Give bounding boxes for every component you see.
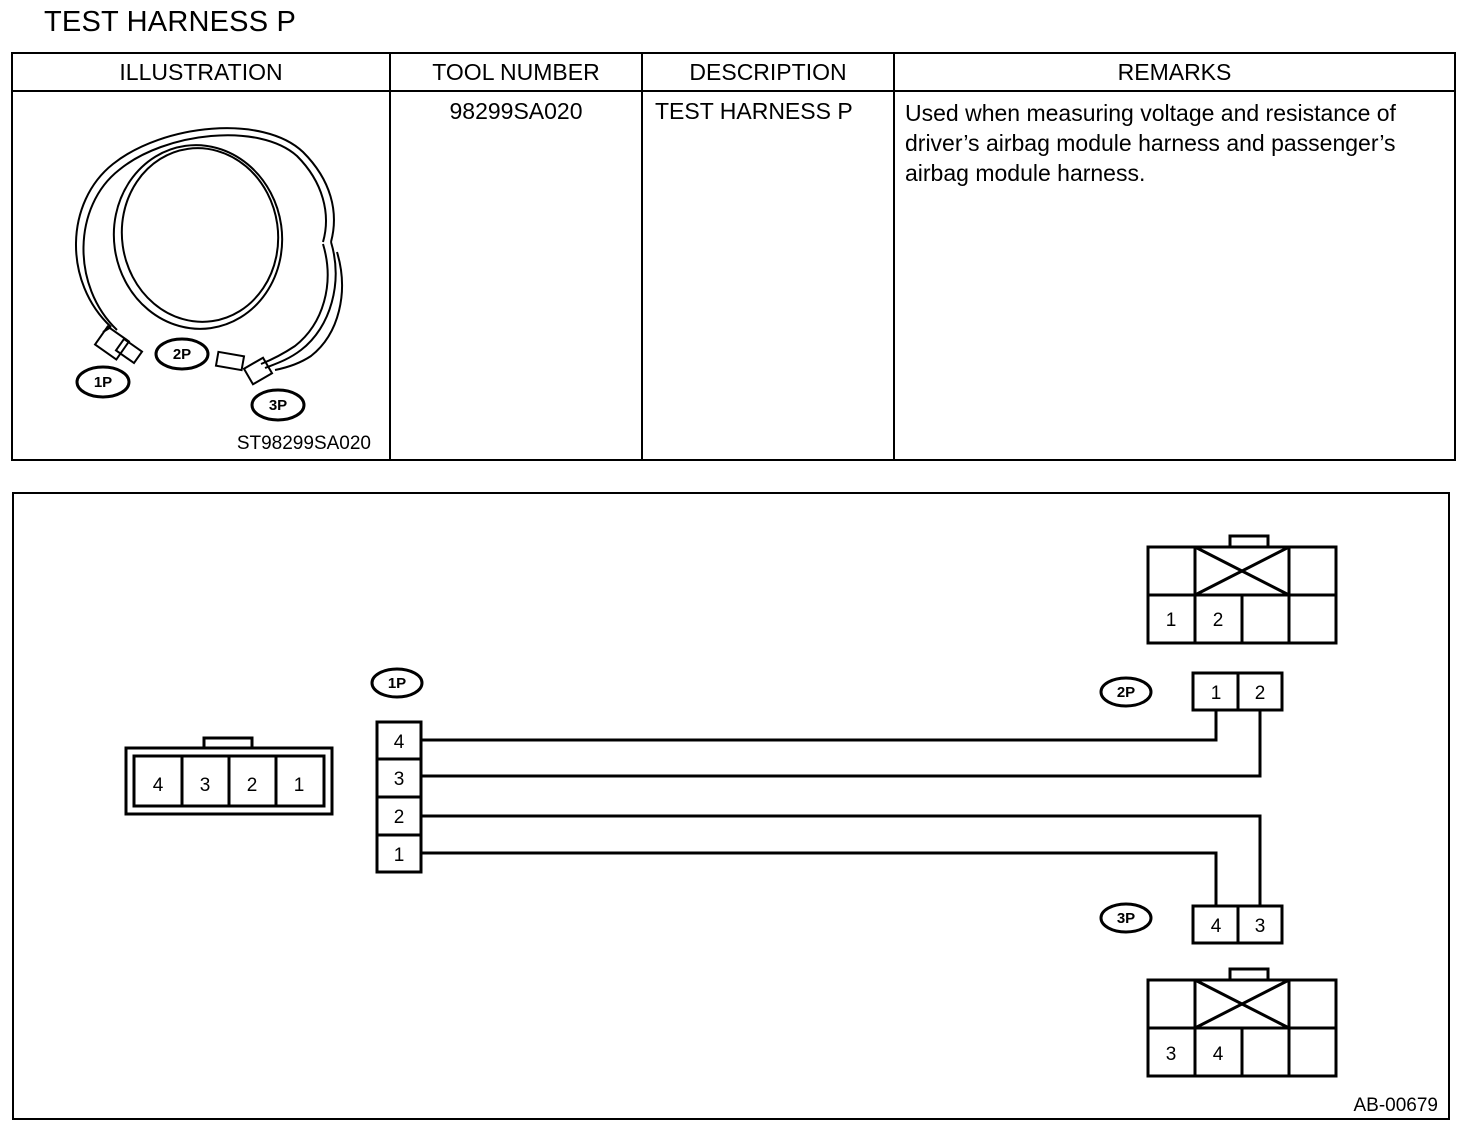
callout-1p: [370, 667, 424, 699]
connector-3p: [1191, 904, 1284, 945]
label-2p: 2P: [1117, 684, 1135, 701]
connector-2p-pin: 1: [1211, 683, 1222, 704]
face-bottom-pin: 4: [1213, 1044, 1224, 1065]
header-illustration: ILLUSTRATION: [11, 52, 391, 92]
face-left-pin: 3: [200, 775, 211, 796]
callout-2p: [154, 337, 210, 371]
figure-id: AB-00679: [1353, 1095, 1438, 1116]
illustration-id: ST98299SA020: [237, 433, 371, 454]
wire-pin4: [421, 710, 1218, 742]
header-tool-number: TOOL NUMBER: [389, 52, 643, 92]
face-bottom-connector: [1146, 967, 1338, 1078]
table-header-row: ILLUSTRATION TOOL NUMBER DESCRIPTION REM…: [11, 52, 1456, 92]
wires: [421, 710, 1262, 906]
wire-pin3: [421, 710, 1262, 778]
page-title: TEST HARNESS P: [44, 6, 297, 38]
face-top-pin: 1: [1166, 610, 1177, 631]
connector-1p-pin: 4: [394, 732, 405, 753]
wiring-diagram: 4 3 2 1 1P 4 3 2 1 2P 1 2: [12, 492, 1450, 1120]
connector-1p-pin: 3: [394, 769, 405, 790]
tool-number-cell: 98299SA020: [389, 90, 643, 461]
description-cell: TEST HARNESS P: [641, 90, 895, 461]
face-left-connector: [124, 736, 334, 816]
harness-illustration: 1P 2P 3P ST98299SA020: [75, 127, 371, 454]
face-top-connector: [1146, 534, 1338, 645]
wire-pin2: [421, 814, 1262, 906]
face-left-pin: 1: [294, 775, 305, 796]
connector-1p-pin: 1: [394, 845, 405, 866]
label-1p: 1P: [94, 374, 112, 391]
connector-1p: [375, 720, 423, 874]
wiring-diagram-svg: 4 3 2 1 1P 4 3 2 1 2P 1 2: [124, 534, 1438, 1116]
face-top-pin: 2: [1213, 610, 1224, 631]
connector-2p: [1191, 671, 1284, 712]
wire-pin1: [421, 851, 1218, 906]
face-left-pin: 4: [153, 775, 164, 796]
callout-1p: [75, 365, 131, 399]
tool-table: ILLUSTRATION TOOL NUMBER DESCRIPTION REM…: [11, 52, 1456, 461]
label-2p: 2P: [173, 346, 191, 363]
face-bottom-pin: 3: [1166, 1044, 1177, 1065]
connector-3p-pin: 4: [1211, 916, 1222, 937]
remarks-cell: Used when measuring voltage and resistan…: [893, 90, 1456, 461]
connector-3p-pin: 3: [1255, 916, 1266, 937]
label-1p: 1P: [388, 675, 406, 692]
label-3p: 3P: [269, 397, 287, 414]
table-row: 1P 2P 3P ST98299SA020 98299SA020 TEST HA…: [11, 90, 1456, 461]
connector-1p-pin: 2: [394, 807, 405, 828]
face-left-pin: 2: [247, 775, 258, 796]
callout-2p: [1099, 676, 1153, 708]
illustration-cell: 1P 2P 3P ST98299SA020: [11, 90, 391, 461]
header-remarks: REMARKS: [893, 52, 1456, 92]
label-3p: 3P: [1117, 910, 1135, 927]
connector-2p-pin: 2: [1255, 683, 1266, 704]
header-description: DESCRIPTION: [641, 52, 895, 92]
callout-3p: [250, 388, 306, 422]
callout-3p: [1099, 902, 1153, 934]
